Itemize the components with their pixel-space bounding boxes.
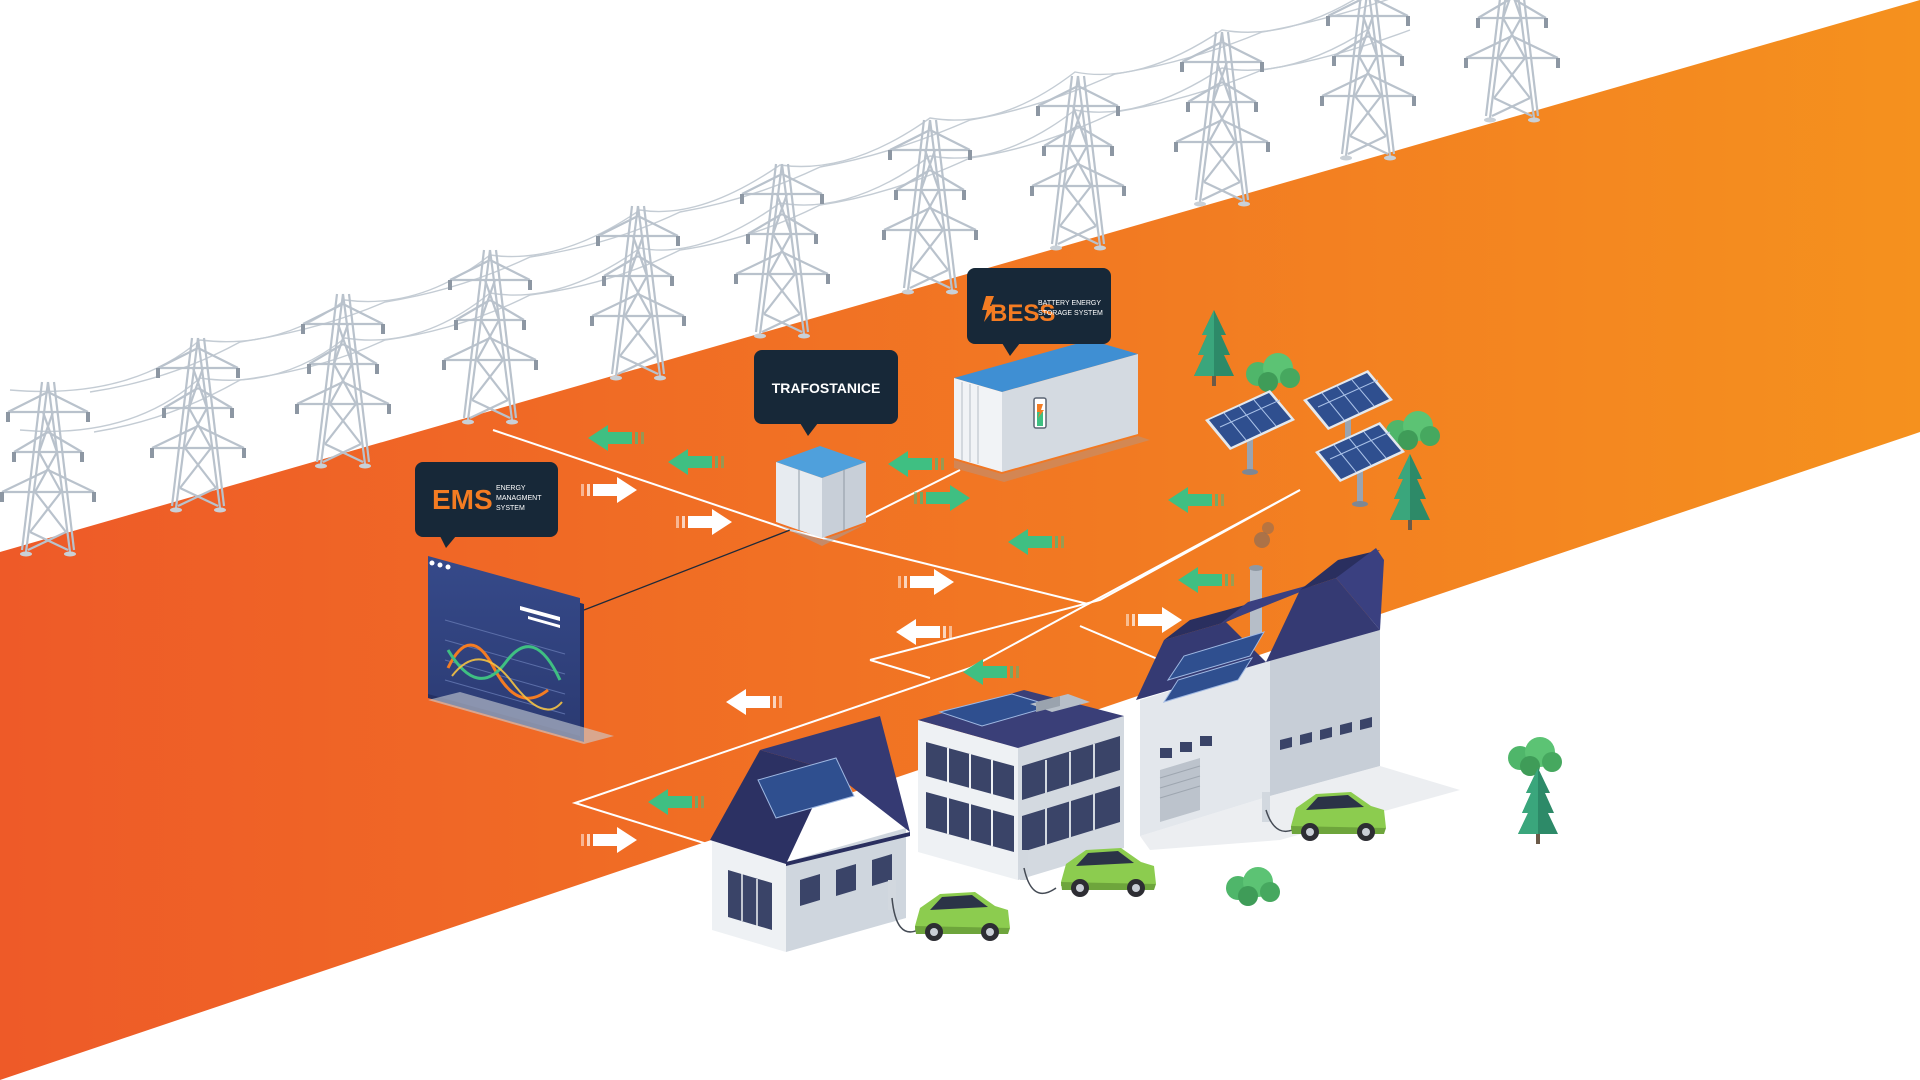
transformer-station xyxy=(776,446,866,546)
bess-container xyxy=(954,340,1150,482)
transmission-tower-icon xyxy=(588,204,688,382)
house xyxy=(710,716,910,952)
bush-icon xyxy=(1226,867,1280,906)
ems-abbreviation: EMS xyxy=(432,484,493,515)
dashboard-wave-green xyxy=(446,645,562,681)
bess-label: BESS BATTERY ENERGY STORAGE SYSTEM xyxy=(967,268,1111,356)
ems-name-line3: SYSTEM xyxy=(496,505,525,512)
window-dot-icon xyxy=(437,562,443,568)
dashboard-wave-yellow xyxy=(451,658,563,711)
trafostanice-text: TRAFOSTANICE xyxy=(772,380,881,396)
office-building xyxy=(918,690,1124,880)
transmission-tower-icon xyxy=(1172,30,1272,208)
transmission-tower-icon xyxy=(293,292,393,470)
transmission-tower-icon xyxy=(1462,0,1562,124)
ems-name-line2: MANAGMENT xyxy=(496,495,542,502)
dashboard-text-line xyxy=(520,606,560,621)
ems-dashboard xyxy=(428,556,614,744)
ems-label: EMS ENERGY MANAGMENT SYSTEM xyxy=(415,462,558,548)
trafostanice-label: TRAFOSTANICE xyxy=(754,350,898,436)
bush-icon xyxy=(1508,737,1562,776)
transmission-tower-icon xyxy=(1028,74,1128,252)
bess-name-line1: BATTERY ENERGY xyxy=(1038,300,1101,307)
bess-name-line2: STORAGE SYSTEM xyxy=(1038,310,1103,317)
window-dot-icon xyxy=(445,564,451,570)
transmission-tower-icon xyxy=(1318,0,1418,162)
ev-charging xyxy=(888,792,1386,941)
dashboard-wave-orange xyxy=(446,643,549,700)
ems-name-line1: ENERGY xyxy=(496,485,526,492)
lightning-bolt-icon xyxy=(982,296,996,322)
window-dot-icon xyxy=(429,560,435,566)
transmission-tower-icon xyxy=(880,118,980,296)
pine-tree-icon xyxy=(1518,768,1558,844)
bess-abbreviation: BESS xyxy=(990,300,1055,327)
electric-car-icon xyxy=(915,892,1010,941)
transmission-tower-icon xyxy=(732,162,832,340)
connection-lines xyxy=(492,429,1301,849)
dashboard-text-line xyxy=(528,616,560,628)
transmission-tower-icon xyxy=(440,248,540,426)
